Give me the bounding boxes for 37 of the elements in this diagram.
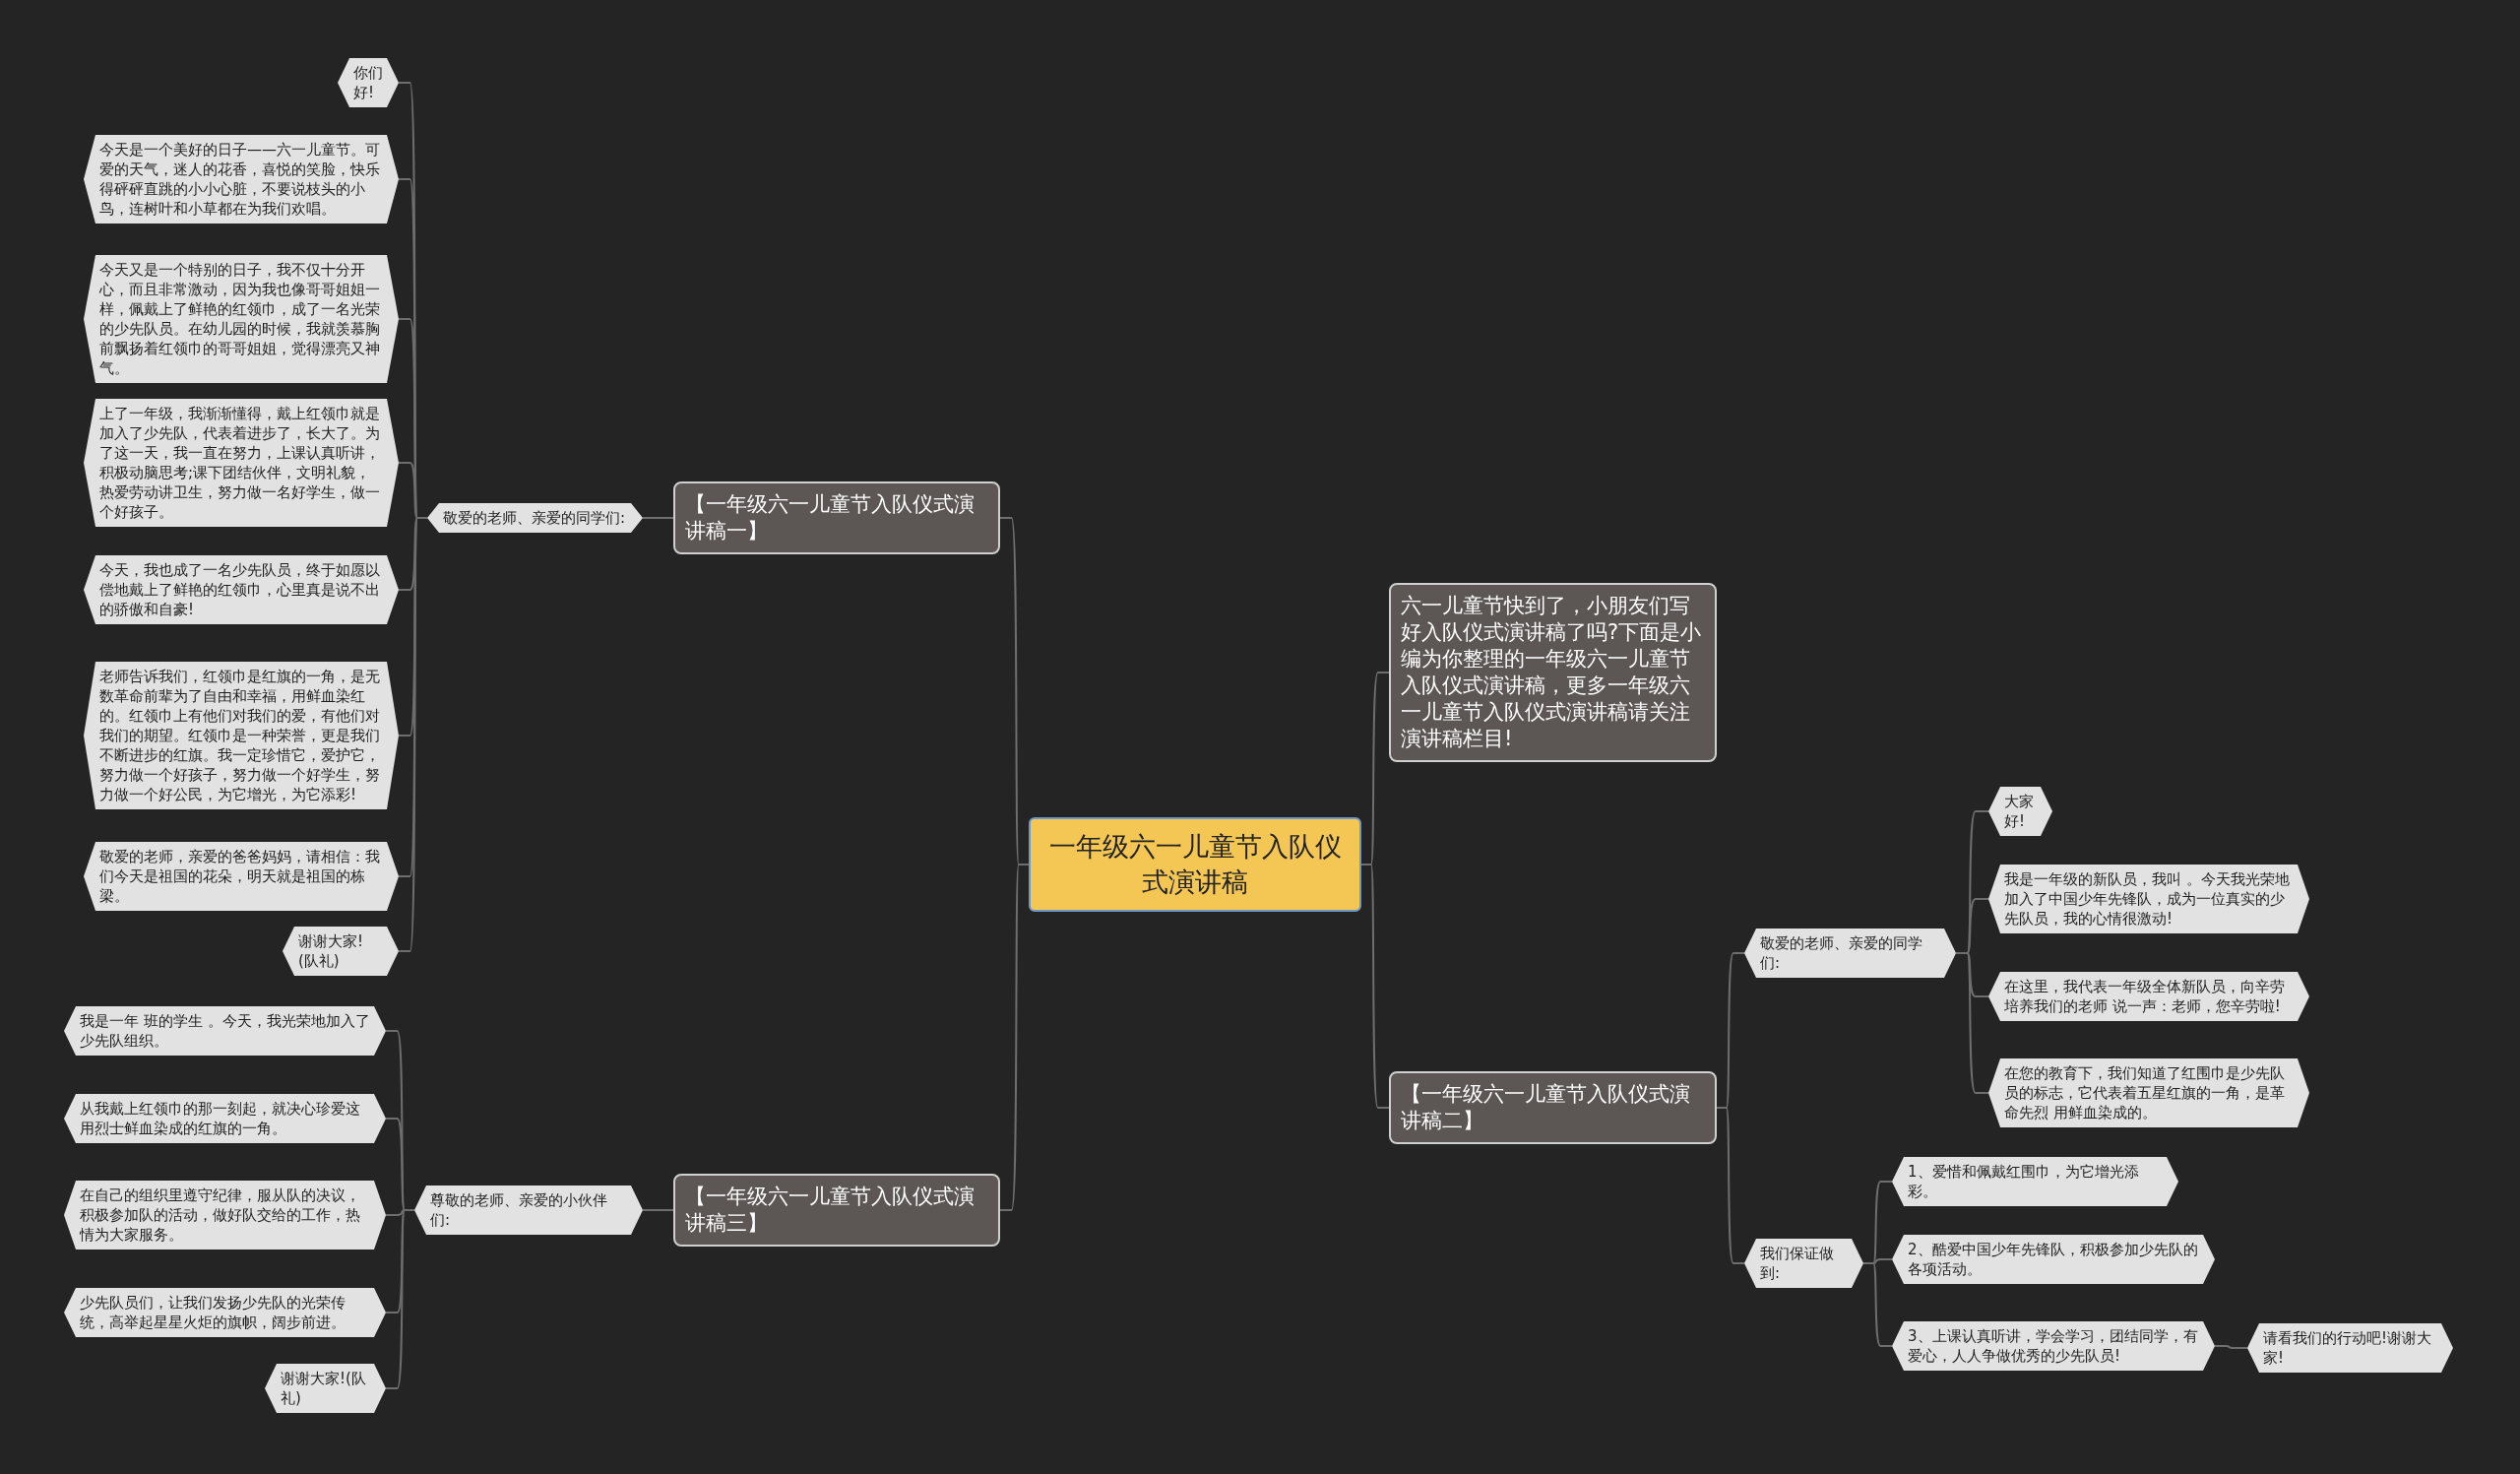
text-bubble: 你们好! xyxy=(338,58,399,107)
topic-box: 六一儿童节快到了，小朋友们写好入队仪式演讲稿了吗?下面是小编为你整理的一年级六一儿童节入队仪式演讲稿，更多一年级六一儿童节入队仪式演讲稿请关注演讲稿栏目! xyxy=(1389,583,1717,762)
text-bubble: 我们保证做到: xyxy=(1744,1239,1863,1288)
text-bubble: 2、酷爱中国少年先锋队，积极参加少先队的各项活动。 xyxy=(1892,1235,2215,1284)
text-bubble: 敬爱的老师、亲爱的同学们: xyxy=(1744,929,1956,978)
text-bubble: 1、爱惜和佩戴红围巾，为它增光添彩。 xyxy=(1892,1157,2178,1206)
text-bubble: 今天是一个美好的日子——六一儿童节。可爱的天气，迷人的花香，喜悦的笑脸，快乐得砰砰直跳的小小心脏，不要说枝头的小鸟，连树叶和小草都在为我们欢唱。 xyxy=(84,135,399,224)
text-bubble: 谢谢大家!(队礼) xyxy=(265,1364,386,1413)
text-bubble: 我是一年级的新队员，我叫 。今天我光荣地加入了中国少年先锋队，成为一位真实的少先队员，我的心情很激动! xyxy=(1988,865,2309,933)
topic-box: 【一年级六一儿童节入队仪式演讲稿三】 xyxy=(673,1174,1000,1247)
text-bubble: 我是一年 班的学生 。今天，我光荣地加入了少先队组织。 xyxy=(64,1006,386,1056)
text-bubble: 今天又是一个特别的日子，我不仅十分开心，而且非常激动，因为我也像哥哥姐姐一样，佩戴上了鲜艳的红领巾，成了一名光荣的少先队员。在幼儿园的时候，我就羡慕胸前飘扬着红领巾的哥哥姐姐，觉得漂亮又神气。 xyxy=(84,255,399,383)
connector-line xyxy=(2214,1345,2248,1349)
text-bubble: 今天，我也成了一名少先队员，终于如愿以偿地戴上了鲜艳的红领巾，心里真是说不出的骄傲和自豪! xyxy=(84,555,399,624)
text-bubble: 谢谢大家!(队礼) xyxy=(283,927,399,976)
text-bubble: 从我戴上红领巾的那一刻起，就决心珍爱这用烈士鲜血染成的红旗的一角。 xyxy=(64,1094,386,1143)
connector-line xyxy=(999,864,1030,1211)
text-bubble: 少先队员们，让我们发扬少先队的光荣传统，高举起星星火炬的旗帜，阔步前进。 xyxy=(64,1288,386,1337)
text-bubble: 敬爱的老师，亲爱的爸爸妈妈，请相信：我们今天是祖国的花朵，明天就是祖国的栋梁。 xyxy=(84,842,399,911)
text-bubble: 在您的教育下，我们知道了红围巾是少先队员的标志，它代表着五星红旗的一角，是革命先烈 用鲜血染成的。 xyxy=(1988,1058,2309,1127)
central-topic-box: 一年级六一儿童节入队仪式演讲稿 xyxy=(1029,817,1361,912)
connector-line xyxy=(1955,952,1989,1094)
text-bubble: 请看我们的行动吧!谢谢大家! xyxy=(2247,1323,2453,1373)
topic-box: 【一年级六一儿童节入队仪式演讲稿一】 xyxy=(673,481,1000,554)
text-bubble: 大家好! xyxy=(1988,787,2052,836)
connector-line xyxy=(642,1209,674,1211)
topic-box: 【一年级六一儿童节入队仪式演讲稿二】 xyxy=(1389,1071,1717,1144)
text-bubble: 在自己的组织里遵守纪律，服从队的决议，积极参加队的活动，做好队交给的工作，热情为大家服务。 xyxy=(64,1181,386,1250)
text-bubble: 尊敬的老师、亲爱的小伙伴们: xyxy=(414,1186,643,1235)
text-bubble: 敬爱的老师、亲爱的同学们: xyxy=(427,503,643,533)
text-bubble: 在这里，我代表一年级全体新队员，向辛劳培养我们的老师 说一声：老师，您辛劳啦! xyxy=(1988,972,2309,1021)
text-bubble: 老师告诉我们，红领巾是红旗的一角，是无数革命前辈为了自由和幸福，用鲜血染红的。红领巾上有他们对我们的爱，有他们对我们的期望。红领巾是一种荣誉，更是我们不断进步的红旗。我一定珍惜它，爱护它，努力做一个好孩子，努力做一个好学生，努力做一个好公民，为它增光，为它添彩! xyxy=(84,662,399,809)
text-bubble: 上了一年级，我渐渐懂得，戴上红领巾就是加入了少先队，代表着进步了，长大了。为了这一天，我一直在努力，上课认真听讲，积极动脑思考;课下团结伙伴，文明礼貌，热爱劳动讲卫生，努力做一名好学生，做一个好孩子。 xyxy=(84,399,399,527)
connector-line xyxy=(1862,1262,1893,1347)
connector-line xyxy=(642,517,674,519)
connector-line xyxy=(385,1209,415,1389)
text-bubble: 3、上课认真听讲，学会学习，团结同学，有爱心，人人争做优秀的少先队员! xyxy=(1892,1321,2215,1371)
